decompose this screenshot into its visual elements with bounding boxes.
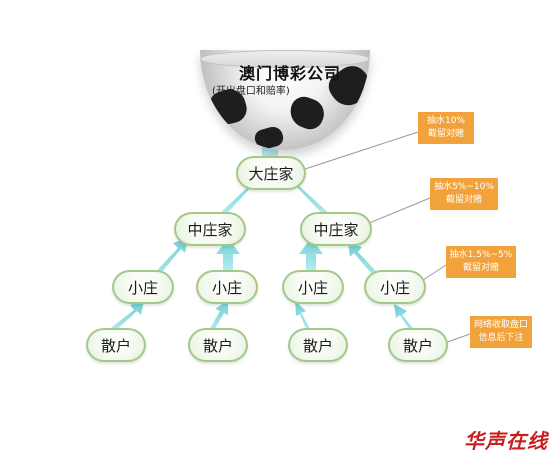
- note-line: 抽水10%: [426, 116, 465, 126]
- note-line: 截留对赌: [462, 263, 499, 273]
- leader-line-note1: [301, 131, 419, 171]
- note-big-banker: 抽水10% 截留对赌: [418, 112, 474, 144]
- arrow-mid-right-to-big: [288, 174, 332, 220]
- node-small-banker-4: 小庄: [364, 270, 426, 304]
- note-line: 抽水1.5%~5%: [449, 250, 513, 260]
- node-mid-banker-right: 中庄家: [300, 212, 372, 246]
- note-line: 网络收取盘口: [473, 320, 528, 330]
- bowl-title: 澳门博彩公司: [238, 64, 341, 83]
- ball-patch: [252, 124, 286, 150]
- node-retail-4: 散户: [388, 328, 448, 362]
- arrow-retail3-to-small3: [295, 301, 313, 336]
- node-retail-3: 散户: [288, 328, 348, 362]
- note-line: 截留对赌: [427, 129, 464, 139]
- bowl-subtitle: (开出盘口和赔率): [212, 85, 290, 97]
- node-small-banker-3: 小庄: [282, 270, 344, 304]
- arrow-small2-to-midleft: [216, 238, 240, 272]
- note-mid-banker: 抽水5%~10% 截留对赌: [430, 178, 498, 210]
- note-small-banker: 抽水1.5%~5% 截留对赌: [446, 246, 516, 278]
- node-retail-1: 散户: [86, 328, 146, 362]
- brand-logo: 华声在线: [464, 428, 548, 453]
- node-small-banker-1: 小庄: [112, 270, 174, 304]
- leader-line-note2: [361, 197, 431, 227]
- arrow-retail2-to-small2: [208, 300, 228, 334]
- note-line: 信息后下注: [478, 333, 524, 343]
- node-mid-banker-left: 中庄家: [174, 212, 246, 246]
- bowl-rim: [200, 50, 370, 68]
- node-retail-2: 散户: [188, 328, 248, 362]
- arrow-small3-to-midright: [299, 238, 323, 272]
- note-line: 抽水5%~10%: [434, 182, 494, 192]
- node-big-banker: 大庄家: [236, 156, 306, 190]
- node-small-banker-2: 小庄: [196, 270, 258, 304]
- note-retail: 网络收取盘口 信息后下注: [470, 316, 532, 348]
- note-line: 截留对赌: [445, 195, 482, 205]
- ball-patch: [285, 93, 329, 133]
- arrow-retail1-to-small1: [108, 301, 144, 334]
